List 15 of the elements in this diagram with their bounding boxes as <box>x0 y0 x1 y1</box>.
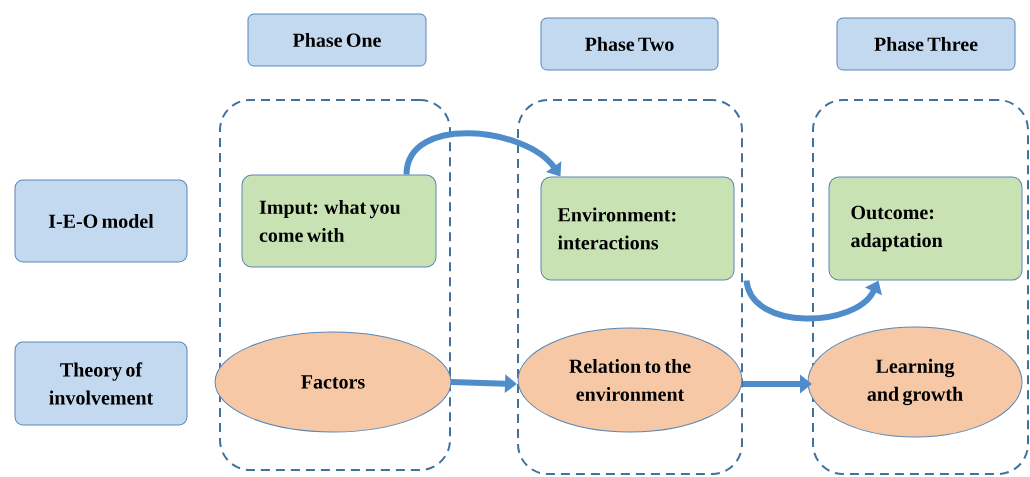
phase-label-box: Phase Three <box>836 17 1016 71</box>
phase-label-box: Phase Two <box>540 17 719 71</box>
row-label-box: I-E-O model <box>14 179 188 263</box>
process-box: Outcome: adaptation <box>828 176 1023 281</box>
ellipse-node: Learning and growth <box>807 326 1023 438</box>
phase-label-box: Phase One <box>247 13 427 67</box>
row-label-box: Theory of involvement <box>14 341 188 426</box>
ellipse-node: Relation to the environment <box>517 327 743 433</box>
dashed-frame <box>219 99 451 471</box>
dashed-frame <box>517 99 743 475</box>
process-box: Environment: interactions <box>540 176 735 281</box>
arrow <box>743 279 882 322</box>
ellipse-node: Factors <box>214 331 452 433</box>
process-box: Imput: what you come with <box>241 174 437 268</box>
dashed-frame <box>812 99 1029 475</box>
